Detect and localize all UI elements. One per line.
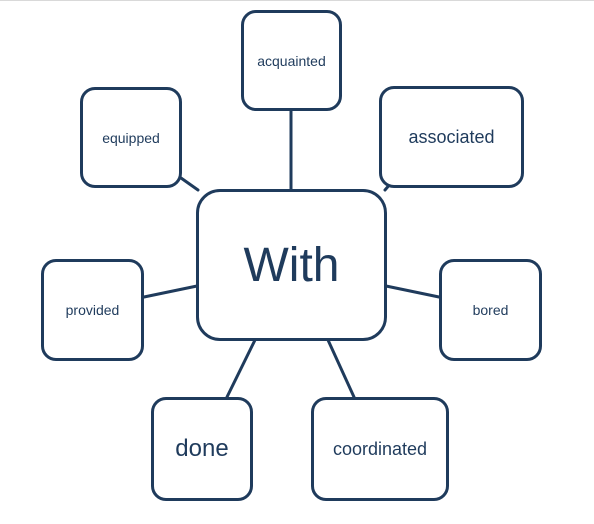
node-provided-label: provided [65,302,120,318]
node-acquainted-label: acquainted [257,52,326,69]
top-rule [0,0,594,1]
node-bored: bored [439,259,542,361]
node-acquainted: acquainted [241,10,342,111]
node-center-with: With [196,189,387,341]
connector-coordinated [326,338,356,399]
node-bored-label: bored [472,302,509,318]
connector-done [225,338,257,399]
node-provided: provided [41,259,144,361]
node-associated: associated [379,86,524,188]
connector-provided [142,284,199,299]
connector-bored [384,284,441,299]
node-done-label: done [175,435,229,462]
node-coordinated-label: coordinated [332,438,428,459]
node-coordinated: coordinated [311,397,449,501]
node-equipped: equipped [80,87,182,188]
connector-equipped [179,176,200,192]
node-associated-label: associated [408,126,495,147]
node-done: done [151,397,253,501]
node-equipped-label: equipped [102,129,160,146]
center-label: With [243,238,340,292]
